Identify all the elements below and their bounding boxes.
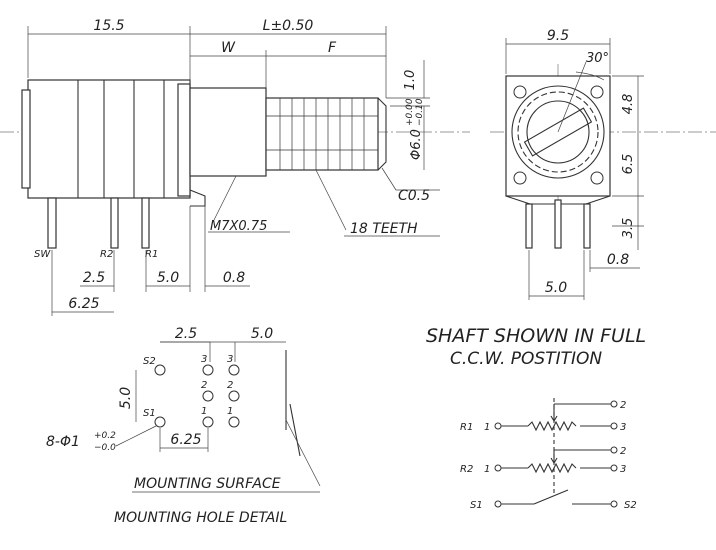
hole-r1-3 (228, 364, 240, 376)
knurled-shaft (265, 97, 379, 171)
dim-0-8: 0.8 (223, 270, 245, 286)
front-flange (177, 83, 191, 197)
schematic-r1-terminal-2: 2 (620, 400, 626, 411)
hole-pin-label-r1-2: 2 (227, 380, 233, 391)
schematic-s2-label: S2 (624, 500, 637, 511)
hole-r2-3 (202, 364, 214, 376)
front-view: 9.5 30° 4.8 6.5 3.5 5.0 0.8 (490, 28, 716, 300)
dim-3-5: 3.5 (621, 218, 636, 239)
hole-s1 (154, 416, 166, 428)
resistor-r1 (527, 420, 577, 432)
corner-hole-top-right (590, 85, 604, 99)
hole-pin-label-r2-1: 1 (201, 406, 207, 417)
hole-label-s1: S1 (143, 408, 156, 419)
thread-label: M7X0.75 (210, 219, 267, 234)
pin-r2 (110, 197, 119, 249)
schematic-r1-terminal-1: 1 (484, 422, 490, 433)
hole-r2-2 (202, 390, 214, 402)
dim-front-5-0: 5.0 (545, 280, 567, 296)
schematic-r1-terminal-3: 3 (620, 422, 626, 433)
pot-back-plate (21, 89, 31, 189)
dim-front-0-8: 0.8 (607, 252, 629, 268)
dim-diameter-tol-upper: +0.00 (405, 98, 415, 126)
hole-dim-6-25: 6.25 (170, 432, 201, 448)
dim-shaft-length: L±0.50 (263, 18, 314, 34)
mounting-lug (189, 189, 206, 207)
pin-r2-label: R2 (100, 249, 113, 260)
hole-pin-label-r2-3: 3 (201, 354, 207, 365)
threaded-bushing (189, 87, 267, 177)
dim-6-5: 6.5 (621, 154, 636, 175)
schematic-r2-terminal-3: 3 (620, 464, 626, 475)
dim-front-width: 9.5 (547, 28, 569, 44)
corner-hole-bottom-right (590, 171, 604, 185)
schematic-r2-terminal-2: 2 (620, 446, 626, 457)
pin-r1-label: R1 (145, 249, 158, 260)
side-view: 15.5 L±0.50 W F 1.0 Φ6.0 +0.00 −0.10 C0.… (0, 18, 470, 316)
angle-arc (575, 71, 605, 81)
corner-hole-bottom-left (513, 171, 527, 185)
hole-pin-label-r1-1: 1 (227, 406, 233, 417)
mounting-surface-label: MOUNTING SURFACE (134, 476, 281, 492)
hole-dim-5-0-side: 5.0 (118, 387, 134, 409)
shaft-knurl-lines (266, 98, 378, 170)
dim-body-width: 15.5 (93, 18, 124, 34)
schematic: SHAFT SHOWN IN FULL C.C.W. POSTITION R1 … (426, 325, 646, 511)
schematic-r2-terminal-1: 1 (484, 464, 490, 475)
front-pin-left (525, 203, 533, 249)
mounting-hole-detail: 2.5 5.0 5.0 S2 S1 3 3 2 2 1 1 6.25 8-Φ1 … (46, 326, 321, 526)
dim-angle: 30° (586, 51, 609, 66)
hole-tol-lower: −0.0 (94, 443, 116, 453)
knob-slot (523, 107, 593, 157)
resistor-r2 (527, 462, 577, 474)
corner-hole-top-left (513, 85, 527, 99)
dim-step: 1.0 (403, 70, 418, 91)
schematic-r1-label: R1 (460, 422, 473, 433)
schematic-s1-label: S1 (470, 500, 483, 511)
note-line-2: C.C.W. POSTITION (450, 349, 602, 369)
hole-label-s2: S2 (143, 356, 156, 367)
front-pin-right (583, 203, 591, 249)
dim-5-0: 5.0 (157, 270, 179, 286)
hole-r1-2 (228, 390, 240, 402)
dim-diameter-tol-lower: −0.10 (415, 98, 425, 126)
knob-teeth-ring (517, 91, 599, 173)
front-pin-center (554, 199, 562, 249)
knob-inner-circle (526, 100, 590, 164)
hole-dim-2-5: 2.5 (175, 326, 197, 342)
dim-w: W (221, 40, 236, 56)
hole-pin-label-r2-2: 2 (201, 380, 207, 391)
chamfer-label: C0.5 (398, 188, 430, 204)
hole-r2-1 (202, 416, 214, 428)
hole-pin-label-r1-3: 3 (227, 354, 233, 365)
hole-dim-5-0-top: 5.0 (251, 326, 273, 342)
hole-tol-upper: +0.2 (94, 431, 116, 441)
pin-sw-label: SW (34, 249, 51, 260)
mounting-surface-edge-2 (289, 403, 301, 457)
pot-body (27, 79, 191, 199)
dim-2-5: 2.5 (83, 270, 105, 286)
knob-outer-circle (511, 85, 605, 179)
schematic-r2-label: R2 (460, 464, 473, 475)
dim-4-8: 4.8 (621, 94, 636, 115)
shaft-chamfer (377, 97, 387, 171)
hole-detail-title: MOUNTING HOLE DETAIL (114, 510, 287, 526)
dim-f: F (328, 40, 337, 56)
dim-diameter: Φ6.0 (409, 129, 424, 160)
hole-spec: 8-Φ1 (46, 434, 80, 450)
dim-6-25: 6.25 (68, 296, 99, 312)
switch-blade (533, 489, 569, 505)
hole-s2 (154, 364, 166, 376)
pin-sw (47, 197, 57, 249)
hole-r1-1 (228, 416, 240, 428)
note-line-1: SHAFT SHOWN IN FULL (426, 325, 646, 347)
teeth-label: 18 TEETH (350, 221, 418, 237)
pin-r1 (141, 197, 150, 249)
